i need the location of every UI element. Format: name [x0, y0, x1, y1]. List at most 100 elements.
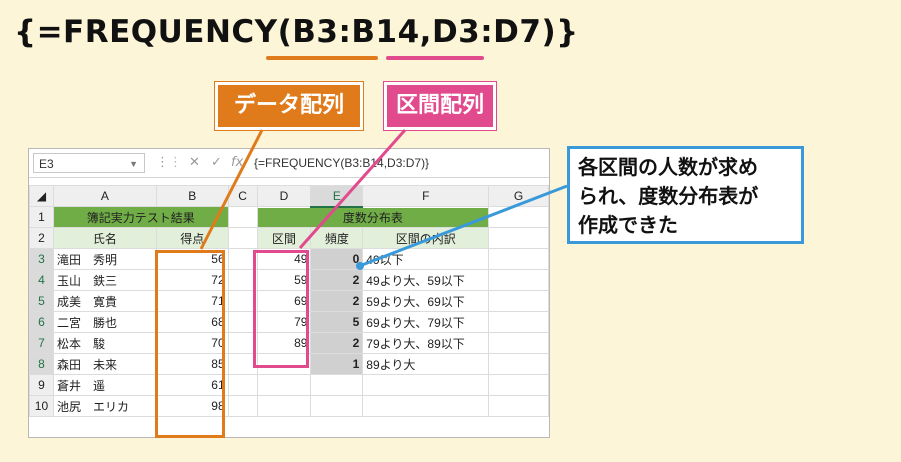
name-header[interactable]: 氏名 — [52, 227, 157, 249]
frequency-cell[interactable] — [310, 374, 364, 396]
callout-line: 作成できた — [578, 213, 678, 237]
detail-cell[interactable]: 59より大、69以下 — [362, 290, 490, 312]
name-box[interactable]: E3 ▼ — [33, 153, 145, 173]
formula-input[interactable]: {=FREQUENCY(B3:B14,D3:D7)} — [254, 156, 430, 170]
col-header-g[interactable]: G — [488, 185, 549, 207]
bin-array-label: 区間配列 — [384, 82, 496, 130]
more-icon-2: ⋮ — [169, 155, 182, 170]
chevron-down-icon[interactable]: ▼ — [129, 159, 138, 169]
row-header[interactable]: 7 — [29, 332, 54, 354]
frequency-cell[interactable]: 2 — [310, 332, 364, 354]
cancel-icon[interactable]: ✕ — [189, 155, 200, 170]
data-array-highlight — [155, 250, 225, 438]
name-cell[interactable]: 二宮 勝也 — [52, 311, 157, 333]
detail-cell[interactable]: 89より大 — [362, 353, 490, 375]
interval-header[interactable]: 区間 — [256, 227, 312, 249]
detail-cell[interactable]: 49より大、59以下 — [362, 269, 490, 291]
name-cell[interactable]: 森田 未来 — [52, 353, 157, 375]
name-cell[interactable]: 蒼井 遥 — [52, 374, 157, 396]
detail-cell[interactable] — [362, 395, 490, 417]
detail-cell[interactable]: 79より大、89以下 — [362, 332, 490, 354]
right-table-title[interactable]: 度数分布表 — [256, 206, 490, 228]
row-header[interactable]: 1 — [29, 206, 54, 228]
col-header-a[interactable]: A — [52, 185, 157, 207]
col-header-f[interactable]: F — [362, 185, 490, 207]
detail-cell[interactable]: 49以下 — [362, 248, 490, 270]
row-header[interactable]: 5 — [29, 290, 54, 312]
more-icon: ⋮ — [156, 155, 169, 170]
interval-cell[interactable]: 59 — [256, 269, 312, 291]
col-header-b[interactable]: B — [155, 185, 229, 207]
cell[interactable] — [227, 395, 258, 417]
data-arg: B3:B14 — [292, 14, 420, 50]
formula-bar: E3 ▼ ⋮ ⋮ ✕ ✓ fx {=FREQUENCY(B3:B14,D3:D7)… — [29, 149, 549, 178]
interval-cell[interactable] — [256, 395, 312, 417]
data-arg-underline — [266, 56, 378, 60]
cell[interactable] — [488, 374, 549, 396]
frequency-cell[interactable]: 0 — [310, 248, 364, 270]
formula-suffix: )} — [541, 14, 579, 50]
name-cell[interactable]: 池尻 エリカ — [52, 395, 157, 417]
data-array-label: データ配列 — [215, 82, 363, 130]
formula-title: {=FREQUENCY(B3:B14,D3:D7)} — [14, 14, 579, 50]
cell[interactable] — [488, 353, 549, 375]
frequency-cell[interactable] — [310, 395, 364, 417]
row-header[interactable]: 8 — [29, 353, 54, 375]
interval-cell[interactable]: 89 — [256, 332, 312, 354]
select-all-corner[interactable]: ◢ — [29, 185, 54, 207]
col-header-e[interactable]: E — [310, 185, 364, 208]
name-cell[interactable]: 玉山 鉄三 — [52, 269, 157, 291]
interval-cell[interactable]: 69 — [256, 290, 312, 312]
cell[interactable] — [488, 311, 549, 333]
frequency-cell[interactable]: 5 — [310, 311, 364, 333]
row-header[interactable]: 4 — [29, 269, 54, 291]
cell[interactable] — [488, 269, 549, 291]
row-header[interactable]: 9 — [29, 374, 54, 396]
callout-line: 各区間の人数が求め — [578, 155, 758, 179]
cell[interactable] — [488, 206, 549, 228]
left-table-title[interactable]: 簿記実力テスト結果 — [52, 206, 229, 228]
callout-line: られ、度数分布表が — [578, 184, 759, 208]
interval-cell[interactable] — [256, 374, 312, 396]
col-header-d[interactable]: D — [256, 185, 312, 207]
spreadsheet: E3▼ ⋮ ⋮ ✕ ✓ fx {=FREQUENCY(B3:B14,D3:D7)… — [28, 148, 550, 438]
cell[interactable] — [227, 374, 258, 396]
score-header[interactable]: 得点 — [155, 227, 229, 249]
cell[interactable] — [488, 227, 549, 249]
frequency-cell[interactable]: 1 — [310, 353, 364, 375]
bin-arg: D3:D7 — [431, 14, 542, 50]
name-cell[interactable]: 松本 駿 — [52, 332, 157, 354]
cell[interactable] — [488, 332, 549, 354]
name-cell[interactable]: 成美 寛貴 — [52, 290, 157, 312]
frequency-cell[interactable]: 2 — [310, 290, 364, 312]
col-header-c[interactable]: C — [227, 185, 258, 207]
bin-arg-underline — [386, 56, 484, 60]
name-box-value: E3 — [39, 157, 54, 171]
cell[interactable] — [488, 248, 549, 270]
row-header[interactable]: 2 — [29, 227, 54, 249]
cell[interactable] — [227, 206, 258, 228]
cell[interactable] — [488, 395, 549, 417]
insert-function-icon[interactable]: fx — [231, 155, 244, 170]
freq-header[interactable]: 頻度 — [310, 227, 364, 249]
bin-array-highlight — [253, 250, 309, 368]
detail-cell[interactable] — [362, 374, 490, 396]
enter-icon[interactable]: ✓ — [211, 155, 222, 170]
row-header[interactable]: 6 — [29, 311, 54, 333]
frequency-cell[interactable]: 2 — [310, 269, 364, 291]
row-header[interactable]: 3 — [29, 248, 54, 270]
cell[interactable] — [488, 290, 549, 312]
cell[interactable] — [227, 227, 258, 249]
name-cell[interactable]: 滝田 秀明 — [52, 248, 157, 270]
score-cell[interactable]: 56 — [155, 248, 229, 270]
detail-header[interactable]: 区間の内訳 — [362, 227, 490, 249]
callout-box: 各区間の人数が求め られ、度数分布表が 作成できた — [567, 146, 804, 244]
detail-cell[interactable]: 69より大、79以下 — [362, 311, 490, 333]
formula-prefix: {=FREQUENCY( — [14, 14, 293, 50]
row-header[interactable]: 10 — [29, 395, 54, 417]
